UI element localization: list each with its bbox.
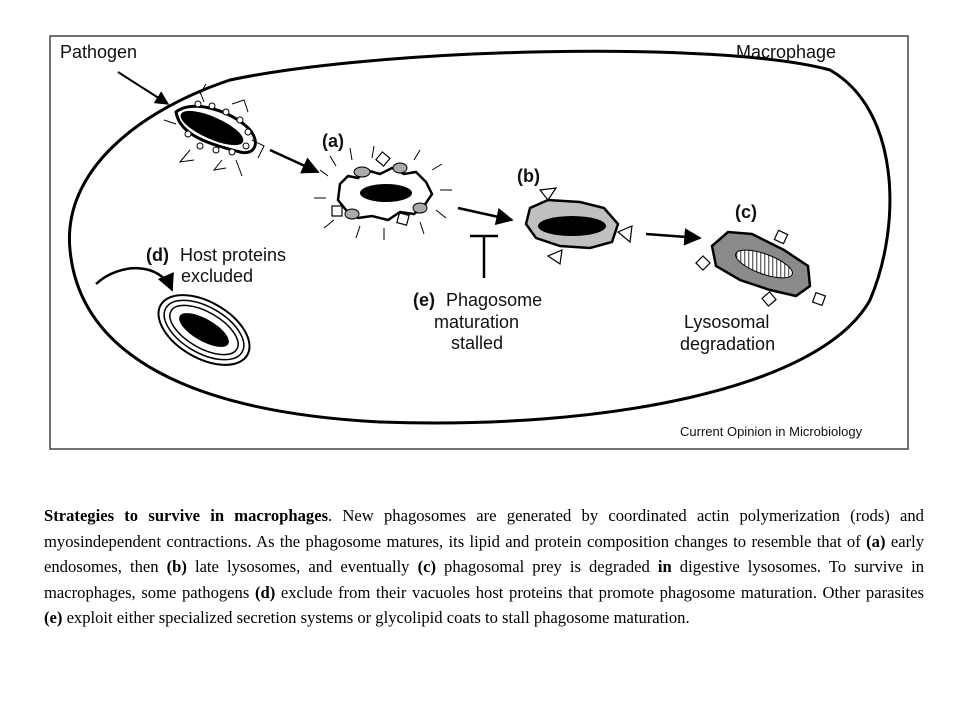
label-e-line2: maturation: [434, 312, 519, 332]
pathogen-entry: [163, 83, 265, 177]
label-stage-c: (c): [735, 202, 757, 222]
caption-title: Strategies to survive in macrophages: [44, 506, 329, 525]
label-e-line3: stalled: [451, 333, 503, 353]
caption-ref-c: (c): [417, 557, 436, 576]
figure-credit: Current Opinion in Microbiology: [680, 424, 863, 439]
figure-caption: Strategies to survive in macrophages. Ne…: [44, 503, 924, 631]
label-lysosomal: Lysosomal: [684, 312, 769, 332]
caption-text-2: early endosomes, then: [44, 531, 925, 577]
caption-text-5: digestive lysosomes. To survive in macro…: [44, 557, 925, 602]
label-stage-b: (b): [517, 166, 540, 186]
caption-ref-a: (a): [866, 531, 886, 551]
label-e-title: (e) Phagosome: [413, 290, 542, 310]
arrow-to-d: [95, 266, 174, 292]
label-d-title: (d) Host proteins: [146, 245, 286, 265]
caption-text-1: . New phagosomes are generated by coordi…: [44, 506, 924, 551]
caption-text-7: exploit either specialized secretion sys…: [62, 608, 690, 627]
late-endosome: [524, 187, 633, 266]
label-d-line2: excluded: [181, 266, 253, 286]
stall-inhibition-bar: [470, 234, 498, 278]
arrow-to-c: [645, 228, 702, 246]
caption-ref-b: (b): [166, 557, 187, 576]
label-macrophage: Macrophage: [736, 42, 836, 62]
phagosome-diagram: Pathogen Macrophage (a) (b) (c) (d) Host…: [49, 35, 909, 450]
caption-text-4: phagosomal prey is degraded: [435, 557, 658, 576]
label-e-tag: (e): [413, 290, 435, 310]
caption-text-6: exclude from their vacuoles host protein…: [275, 582, 924, 602]
label-pathogen: Pathogen: [60, 42, 137, 62]
caption-ref-d: (d): [254, 582, 276, 602]
caption-ref-e: (e): [44, 608, 63, 627]
host-proteins-excluded-vacuole: [157, 294, 251, 366]
arrow-to-a: [269, 148, 320, 174]
label-d-tag: (d): [146, 245, 169, 265]
label-d-line1: Host proteins: [180, 245, 286, 265]
caption-text-3: late lysosomes, and eventually: [186, 557, 418, 576]
caption-in: in: [657, 557, 672, 576]
early-endosome: [314, 145, 452, 240]
lysosome: [695, 229, 827, 307]
arrow-to-b: [457, 206, 514, 226]
label-stage-a: (a): [322, 131, 344, 151]
pathogen-pointer-arrow: [117, 71, 170, 105]
label-e-line1: Phagosome: [446, 290, 542, 310]
label-degradation: degradation: [680, 334, 775, 354]
